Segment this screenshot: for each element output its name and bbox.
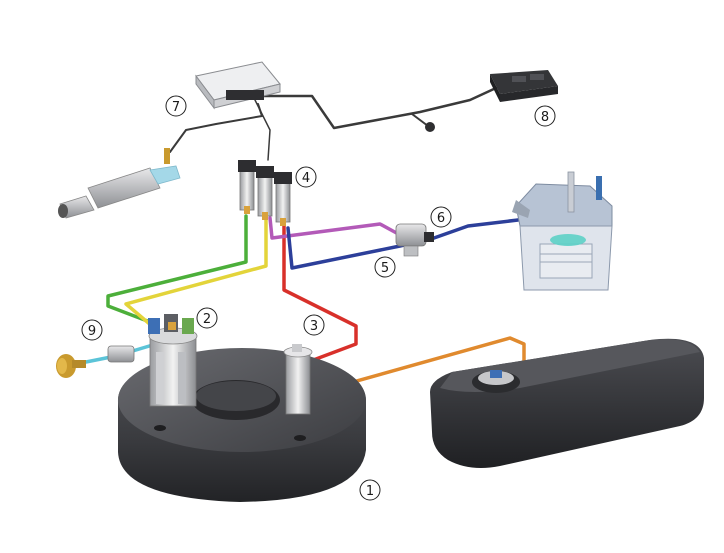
callout-9-label: 9 (88, 324, 96, 339)
wire-branch-down (411, 113, 429, 127)
green-line (106, 214, 248, 324)
callout-6-label: 6 (437, 211, 445, 226)
pressure-sensor-icon (424, 232, 434, 242)
callout-1-label: 1 (366, 484, 374, 499)
multivalve-icon (148, 314, 198, 407)
wire-ecu-to-injectors (254, 99, 271, 161)
vehicle-ecu-icon (490, 70, 558, 102)
callout-1: 1 (359, 479, 381, 501)
callout-2-label: 2 (203, 312, 211, 327)
callout-4: 4 (295, 166, 317, 188)
callout-4-label: 4 (302, 171, 310, 186)
lambda-sensor-icon (164, 148, 170, 164)
catalytic-converter-icon (58, 165, 181, 219)
filler-valve-icon (56, 354, 86, 378)
red-line (282, 222, 358, 364)
wiring-harness (169, 86, 498, 161)
engine-cylinder-icon (512, 171, 613, 291)
callout-7: 7 (165, 95, 187, 117)
callout-7-label: 7 (172, 100, 180, 115)
callout-3-label: 3 (310, 319, 318, 334)
gas-filter-icon (107, 345, 135, 363)
wire-connector-icon (425, 122, 435, 132)
callout-2: 2 (196, 307, 218, 329)
callout-5-label: 5 (381, 261, 389, 276)
callout-5: 5 (374, 256, 396, 278)
callout-8: 8 (534, 105, 556, 127)
injector-rail-icon (238, 160, 292, 226)
reducer-icon (395, 223, 427, 257)
petrol-tank-icon (430, 338, 704, 468)
callout-8-label: 8 (541, 110, 549, 125)
callouts: 1 2 3 4 5 6 7 8 (81, 95, 556, 501)
tank-valve-icon (283, 344, 313, 415)
ecu-box-icon (195, 61, 281, 110)
purple-line (268, 216, 404, 240)
callout-9: 9 (81, 319, 103, 341)
wire-ecu-to-vehicle-ecu (260, 86, 498, 130)
yellow-line (124, 216, 268, 328)
callout-3: 3 (303, 314, 325, 336)
callout-6: 6 (430, 206, 452, 228)
